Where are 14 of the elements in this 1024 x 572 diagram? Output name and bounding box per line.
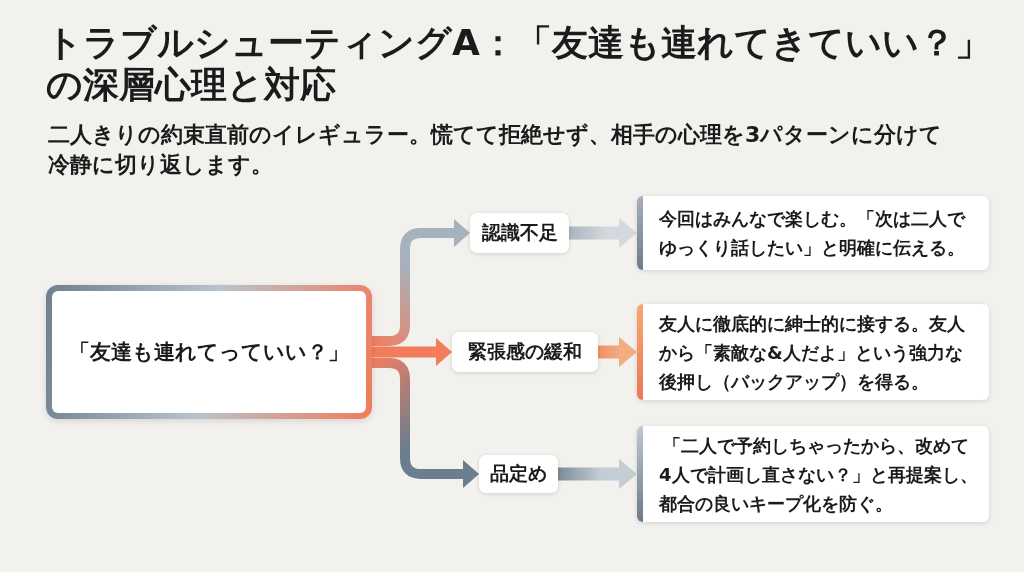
arrow (372, 358, 479, 488)
response-card: 友人に徹底的に紳士的に接する。友人から「素敵な&人だよ」という強力な後押し（バックアップ）を得る。 (637, 304, 989, 400)
arrow (569, 218, 637, 248)
arrow (372, 338, 452, 366)
arrow (558, 459, 637, 489)
category-box: 緊張感の緩和 (452, 332, 598, 372)
response-card: 「二人で予約しちゃったから、改めて4人で計画し直さない？」と再提案し、都合の良いキープ化を防ぐ。 (637, 426, 989, 522)
subtitle: 二人きりの約束直前のイレギュラー。慌てて拒絶せず、相手の心理を3パターンに分けて冷静に切り返します。 (48, 121, 944, 179)
category-box: 品定め (479, 455, 558, 493)
arrow (372, 219, 470, 346)
arrow (598, 337, 637, 367)
category-box: 認識不足 (470, 213, 569, 253)
response-card: 今回はみんなで楽しむ。「次は二人でゆっくり話したい」と明確に伝える。 (637, 196, 989, 270)
title: トラブルシューティングA：「友達も連れてきていい？」の深層心理と対応 (46, 22, 992, 106)
